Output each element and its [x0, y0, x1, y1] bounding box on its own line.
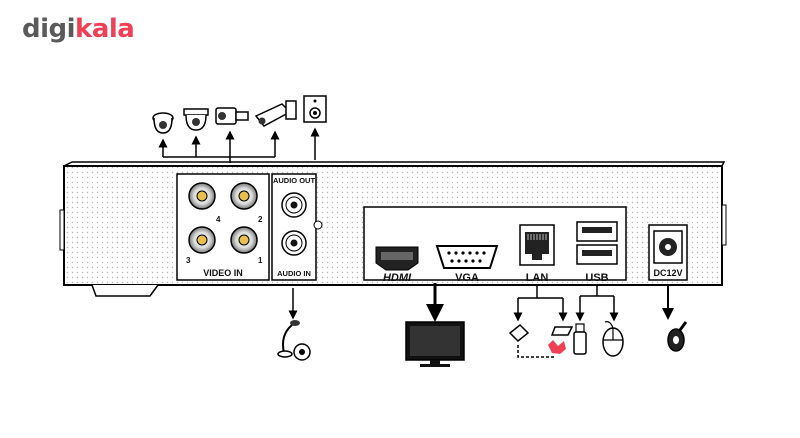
bullet-camera-icon — [254, 100, 297, 127]
usb-drive-icon — [573, 323, 587, 355]
audio-in-jack[interactable] — [281, 230, 307, 256]
hdmi-label: HDMI — [383, 272, 412, 284]
hdd-icon — [548, 326, 574, 354]
lan-label: LAN — [526, 272, 549, 284]
dc-power-jack[interactable] — [653, 230, 683, 264]
video-in-panel: 4 2 3 1 VIDEO IN — [176, 173, 270, 281]
router-icon — [508, 323, 530, 343]
vga-label: VGA — [455, 272, 479, 284]
dome-camera-icon — [152, 112, 174, 134]
lan-port[interactable] — [519, 224, 555, 266]
camera-connection-lines — [158, 127, 320, 163]
mouse-icon — [602, 321, 624, 357]
usb-port-bottom[interactable] — [576, 244, 618, 265]
dc-power-panel: DC12V — [648, 224, 688, 281]
brand-logo-part1: digi — [22, 14, 76, 44]
bnc-connector-3[interactable] — [188, 226, 216, 254]
vga-port[interactable] — [435, 245, 499, 269]
microphone-icon — [277, 288, 311, 361]
brand-logo: digikala — [22, 14, 135, 44]
power-adapter-icon — [662, 286, 688, 352]
bnc-connector-2[interactable] — [230, 182, 258, 210]
output-panel: HDMI VGA LAN USB — [363, 206, 627, 284]
audio-panel: AUDIO OUT AUDIO IN — [271, 173, 323, 281]
channel-label-1: 1 — [258, 256, 263, 265]
audio-in-label: AUDIO IN — [277, 269, 311, 278]
bnc-connector-4[interactable] — [188, 182, 216, 210]
channel-label-4: 4 — [216, 215, 221, 224]
usb-port-top[interactable] — [576, 221, 618, 242]
audio-out-label: AUDIO OUT — [273, 176, 316, 185]
dc12v-label: DC12V — [653, 268, 682, 278]
bnc-connector-1[interactable] — [230, 226, 258, 254]
bullet-camera-icon — [215, 107, 249, 125]
speaker-icon — [303, 95, 327, 123]
channel-label-2: 2 — [258, 215, 263, 224]
usb-connection-lines — [575, 286, 619, 322]
channel-label-3: 3 — [186, 256, 191, 265]
brand-logo-part2: kala — [75, 14, 135, 44]
monitor-icon — [405, 283, 465, 367]
usb-label: USB — [585, 272, 608, 284]
hdmi-port[interactable] — [375, 246, 419, 271]
video-in-label: VIDEO IN — [203, 268, 243, 278]
audio-out-jack[interactable] — [281, 192, 307, 218]
dome-camera-icon — [183, 108, 209, 131]
lan-connection-lines — [513, 286, 568, 358]
